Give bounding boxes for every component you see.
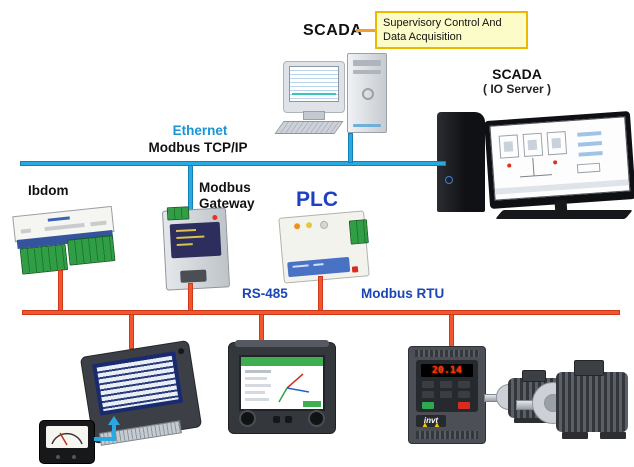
ethernet-drop-workstation (348, 133, 353, 163)
callout-line2: Data Acquisition (383, 31, 462, 43)
plc-label: PLC (296, 188, 338, 211)
panel-meter-icon (228, 340, 336, 434)
ethernet-label: Ethernet (172, 123, 228, 138)
ethernet-bus-line (20, 161, 446, 166)
arrow-line-horizontal (94, 437, 116, 441)
serial-drop-power-meter (129, 314, 134, 349)
ibdom-label: Ibdom (28, 183, 69, 198)
analog-meter-icon (39, 420, 95, 464)
rs485-label: RS-485 (242, 286, 288, 301)
io-server-label-group: SCADA ( IO Server ) (462, 66, 572, 96)
arrow-line-vertical (112, 424, 116, 439)
callout-line1: Supervisory Control And (383, 17, 502, 29)
ethernet-drop-gateway (188, 165, 193, 212)
keyboard-icon (274, 121, 344, 134)
serial-drop-ibdom (58, 270, 63, 311)
vfd-brand-badge: invt (416, 415, 446, 427)
scada-workstation-illustration (274, 53, 393, 137)
modbus-gateway-device-icon (161, 206, 231, 291)
modbus-tcpip-label: Modbus TCP/IP (148, 140, 248, 155)
ibdom-io-module-icon (12, 202, 118, 278)
plc-device-icon (278, 210, 370, 284)
io-server-computer-illustration (437, 110, 634, 219)
vfd-drive-icon: 20.14 invt ▲ ▲ (408, 346, 486, 444)
scada-title: SCADA (303, 22, 363, 39)
modbus-rtu-label: Modbus RTU (361, 286, 445, 301)
vfd-display: 20.14 (421, 364, 473, 377)
callout-connector-line (356, 29, 375, 32)
crt-monitor-icon (283, 61, 345, 113)
scada-definition-callout: Supervisory Control And Data Acquisition (375, 11, 528, 49)
gateway-label: Modbus Gateway (199, 180, 255, 211)
io-server-subtitle: ( IO Server ) (482, 82, 552, 96)
motors-illustration (484, 358, 632, 453)
widescreen-monitor-icon (484, 111, 634, 209)
power-meter-icon (79, 339, 203, 446)
up-arrow-icon (108, 416, 120, 425)
keyboard-icon (495, 210, 633, 219)
serial-drop-gateway (188, 283, 193, 311)
pc-tower-icon (347, 53, 387, 133)
io-server-title: SCADA (492, 66, 542, 82)
serial-drop-plc (318, 276, 323, 311)
